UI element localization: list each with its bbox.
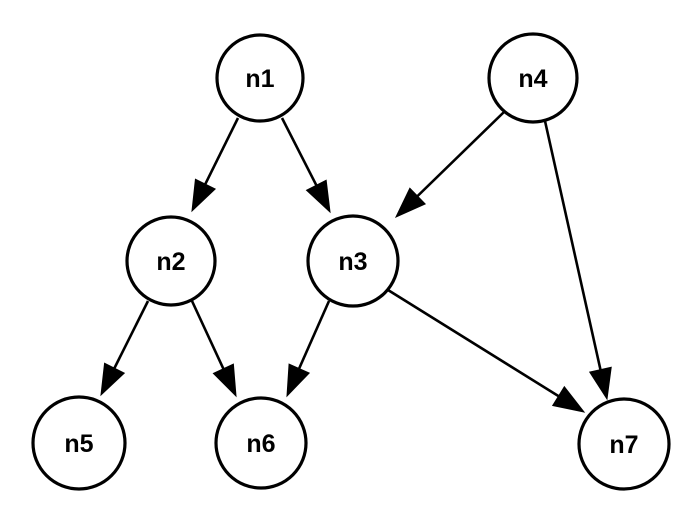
arrowhead-icon: [551, 385, 586, 413]
node-label-n7: n7: [609, 431, 638, 459]
node-label-n4: n4: [518, 65, 547, 93]
edge-line: [406, 111, 505, 207]
arrowhead-icon: [191, 178, 217, 213]
edge-line: [198, 117, 240, 197]
edge-n4-to-n7: [543, 120, 612, 401]
arrowhead-icon: [394, 187, 427, 219]
arrowhead-icon: [588, 366, 612, 401]
edge-line: [107, 300, 150, 381]
node-label-n2: n2: [156, 248, 185, 276]
arrowhead-icon: [212, 363, 237, 398]
edge-n3-to-n6: [286, 300, 331, 398]
edge-n1-to-n3: [280, 117, 331, 214]
node-circle-n1[interactable]: [215, 33, 305, 123]
node-label-n5: n5: [64, 430, 93, 458]
edge-line: [292, 300, 331, 382]
node-circle-n3[interactable]: [306, 214, 400, 308]
node-circle-n2[interactable]: [125, 215, 217, 307]
node-circle-n6[interactable]: [214, 396, 308, 490]
edge-line: [543, 120, 605, 384]
edge-n4-to-n3: [394, 111, 505, 219]
edge-n2-to-n5: [100, 300, 150, 397]
node-label-n3: n3: [338, 248, 367, 276]
node-circle-n5[interactable]: [31, 395, 127, 491]
graph-node-n2[interactable]: n2: [125, 215, 217, 307]
graph-node-n6[interactable]: n6: [214, 396, 308, 490]
node-label-n6: n6: [246, 430, 275, 458]
node-circle-n4[interactable]: [487, 32, 579, 124]
edge-n3-to-n7: [387, 288, 586, 413]
graph-node-n7[interactable]: n7: [577, 397, 671, 491]
arrowhead-icon: [286, 363, 311, 398]
nodes-layer: n1 n4 n2 n3 n5 n6 n7: [31, 32, 671, 491]
edge-n2-to-n6: [190, 300, 237, 398]
edge-n1-to-n2: [191, 117, 240, 213]
edge-line: [280, 117, 324, 198]
arrowhead-icon: [100, 362, 126, 397]
edges-layer: [100, 111, 612, 413]
node-label-n1: n1: [245, 65, 274, 93]
graph-node-n1[interactable]: n1: [215, 33, 305, 123]
graph-node-n3[interactable]: n3: [306, 214, 400, 308]
edge-line: [190, 300, 231, 382]
edge-line: [387, 288, 571, 405]
arrowhead-icon: [305, 179, 331, 214]
graph-node-n5[interactable]: n5: [31, 395, 127, 491]
node-circle-n7[interactable]: [577, 397, 671, 491]
graph-node-n4[interactable]: n4: [487, 32, 579, 124]
